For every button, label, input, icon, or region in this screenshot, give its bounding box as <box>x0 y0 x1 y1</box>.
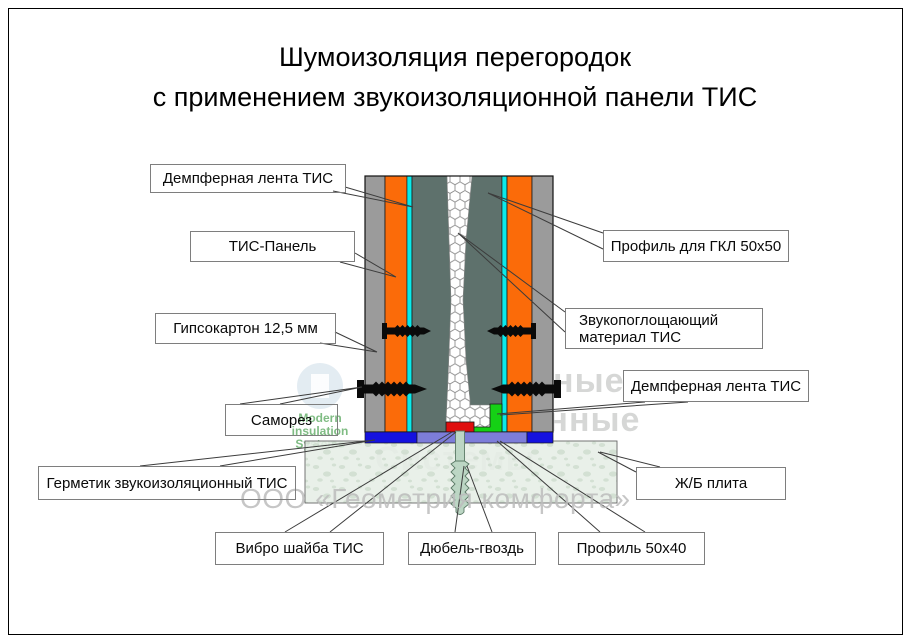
label-damper-tape-left: Демпферная лента ТИС <box>150 164 346 193</box>
page-border-frame <box>8 8 903 635</box>
sealant-strip-right <box>526 431 554 444</box>
label-slab: Ж/Б плита <box>636 467 786 500</box>
floor-profile-strip <box>416 431 528 444</box>
label-dowel-nail: Дюбель-гвоздь <box>408 532 536 565</box>
damper-tape-strip-right <box>501 175 508 433</box>
label-vibro-washer: Вибро шайба ТИС <box>215 532 384 565</box>
dowel-nail-icon <box>450 430 470 515</box>
label-screw: Саморез <box>225 404 338 436</box>
label-sound-absorbing-line1: Звукопоглощающий <box>579 311 719 329</box>
sealant-strip-left <box>364 431 418 444</box>
page-title-line1: Шумоизоляция перегородок <box>278 42 632 72</box>
label-sound-absorbing-line2: материал ТИС <box>579 328 682 346</box>
label-profile-5040: Профиль 50x40 <box>558 532 705 565</box>
watermark-company: ООО «Геометрия комфорта» <box>240 483 631 514</box>
label-sound-absorbing: Звукопоглощающий материал ТИС <box>565 308 763 349</box>
company-logo-icon <box>297 363 343 409</box>
page-title-line2: с применением звукоизоляционной панели Т… <box>152 82 758 112</box>
label-sealant: Герметик звукоизоляционный ТИС <box>38 466 296 500</box>
label-profile-gkl: Профиль для ГКЛ 50x50 <box>603 230 789 262</box>
vibro-washer <box>445 421 475 433</box>
watermark-logo-line2: insulation <box>291 424 349 438</box>
label-gypsum: Гипсокартон 12,5 мм <box>155 313 336 344</box>
label-damper-tape-right: Демпферная лента ТИС <box>623 370 809 402</box>
leader-lines <box>139 186 689 533</box>
watermark-logo-line1: Modern <box>298 411 342 425</box>
label-tis-panel: ТИС-Панель <box>190 231 355 262</box>
